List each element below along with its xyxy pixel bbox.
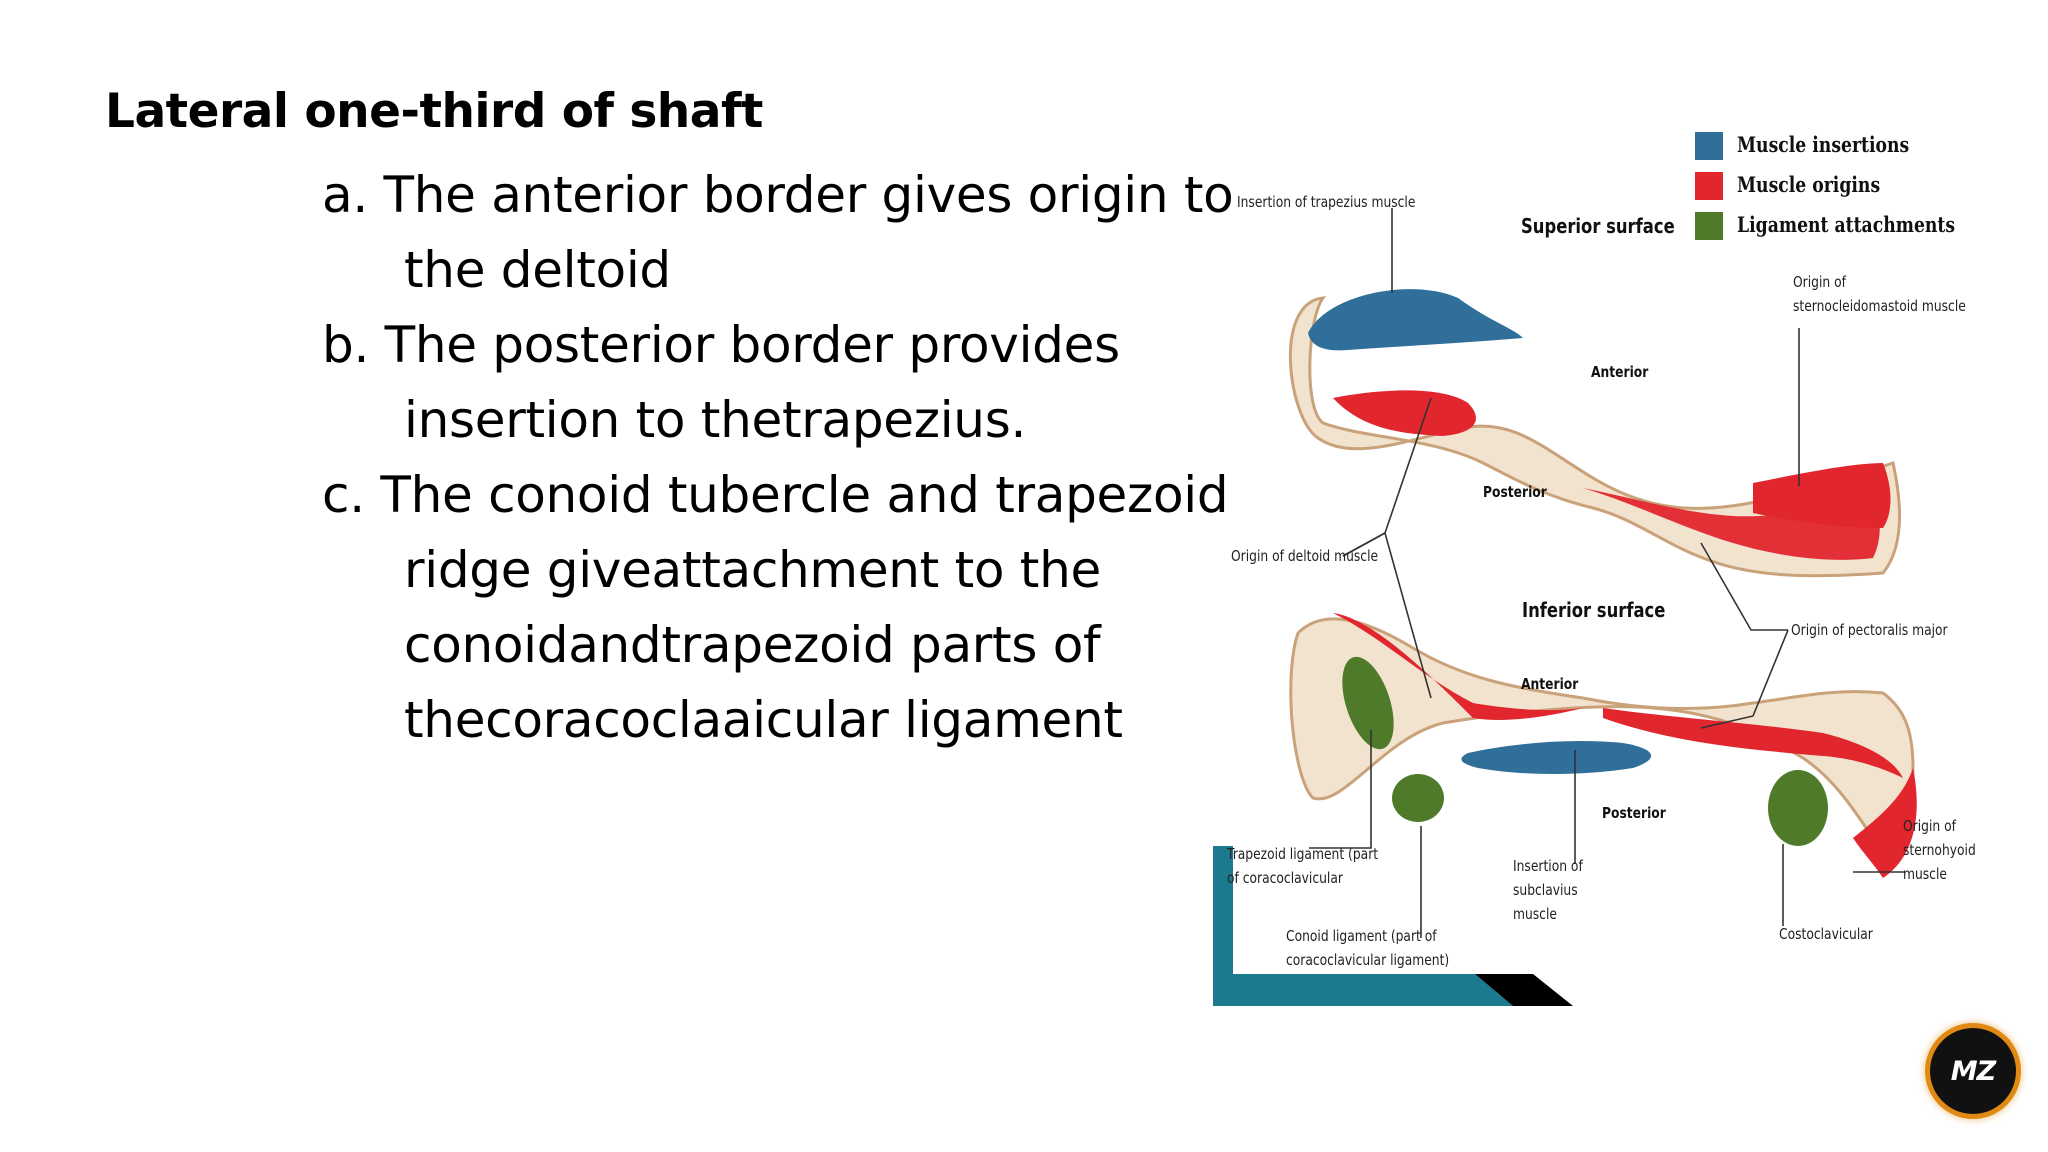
deltoid-annotation: Origin of deltoid muscle [1231,547,1379,565]
sternocleidomastoid-annotation: Origin of sternocleidomastoid muscle [1793,270,1966,318]
logo-text: MZ [1950,1055,1996,1087]
annotation-line: Conoid ligament (part of [1286,927,1437,945]
annotation-line: muscle [1903,865,1947,883]
annotation-line: Origin of [1903,817,1956,835]
bullet-item: b. The posterior border provides inserti… [322,316,1120,449]
conoid-ligament-annotation: Conoid ligament (part of coracoclavicula… [1286,924,1449,972]
annotation-line: sternocleidomastoid muscle [1793,297,1966,315]
inferior-anterior-label: Anterior [1521,675,1579,693]
bullet-item: a. The anterior border gives origin to t… [322,166,1234,299]
mz-logo: MZ [1930,1028,2016,1114]
legend-label: Ligament attachments [1737,212,1956,237]
superior-surface-heading: Superior surface [1521,214,1675,238]
costoclavicular-annotation: Costoclavicular [1779,925,1873,943]
legend-swatch-green [1695,212,1723,240]
annotation-line: subclavius [1513,881,1578,899]
annotation-line: muscle [1513,905,1557,923]
superior-posterior-label: Posterior [1483,483,1547,501]
annotation-line: coracoclavicular ligament) [1286,951,1450,969]
inferior-posterior-label: Posterior [1602,804,1666,822]
annotation-line: Trapezoid ligament (part [1227,845,1379,863]
annotation-line: of coracoclavicular [1227,869,1343,887]
superior-anterior-label: Anterior [1591,363,1649,381]
trapezoid-ligament-annotation: Trapezoid ligament (part of coracoclavic… [1227,842,1378,890]
clavicle-diagram: Muscle insertions Muscle origins Ligamen… [1213,118,1993,1008]
subclavius-annotation: Insertion of subclavius muscle [1513,854,1583,926]
sternohyoid-annotation: Origin of sternohyoid muscle [1903,814,1976,886]
bullet-list: a. The anterior border gives origin to t… [322,158,1304,758]
annotation-line: Insertion of [1513,857,1583,875]
clavicle-illustration [1213,208,1917,1006]
pectoralis-annotation: Origin of pectoralis major [1791,621,1948,639]
annotation-line: sternohyoid [1903,841,1976,859]
bullet-item: c. The conoid tubercle and trapezoid rid… [322,466,1229,749]
slide-title: Lateral one-third of shaft [105,84,763,139]
legend-swatch-red [1695,172,1723,200]
inferior-surface-heading: Inferior surface [1522,598,1666,622]
annotation-line: Origin of [1793,273,1846,291]
trapezius-annotation: Insertion of trapezius muscle [1237,193,1416,211]
legend-label: Muscle origins [1737,172,1881,197]
legend-swatch-blue [1695,132,1723,160]
legend-label: Muscle insertions [1737,132,1910,157]
